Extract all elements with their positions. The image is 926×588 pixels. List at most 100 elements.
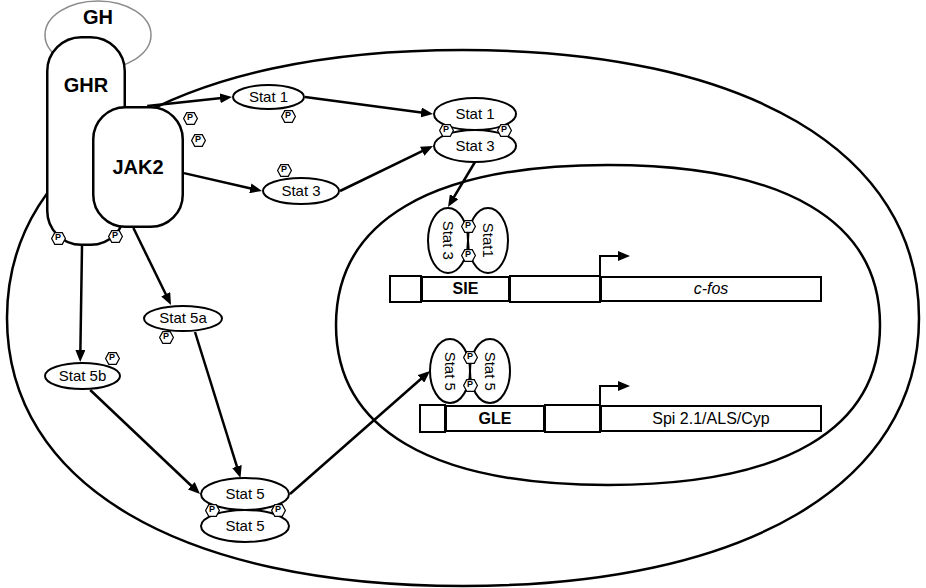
phosphate-label: P [467, 380, 473, 390]
hexagon-outline [205, 504, 219, 516]
stat-dimer: Stat 5 Stat 5 [430, 338, 510, 404]
text-cell: Stat 1 [232, 84, 305, 110]
hexagon-outline [51, 232, 65, 244]
kinase-shape: JAK2 [92, 106, 184, 228]
oval-outline [263, 178, 339, 204]
gene-box: Spi 2.1/ALS/Cyp [600, 405, 822, 432]
node-label: Stat 5 [482, 351, 499, 390]
node-label: Stat 3 [455, 138, 494, 155]
phosphate-label: P [281, 165, 287, 175]
signal-arrow [90, 390, 194, 488]
stat-dimer: Stat 3 Stat1 [428, 207, 508, 274]
box-outline [601, 277, 821, 301]
phosphate-label: P [501, 125, 507, 135]
signal-arrow [290, 376, 424, 494]
node-label: Stat 5 [225, 486, 264, 503]
node-label: Spi 2.1/ALS/Cyp [652, 410, 769, 428]
text-cell: Stat 3 [428, 207, 468, 274]
phosphate-hexagon: P [461, 249, 476, 262]
text-cell: P [159, 331, 174, 344]
text-cell: GLE [445, 405, 545, 432]
text-cell: P [51, 232, 66, 245]
phosphate-label: P [465, 250, 471, 260]
oval-outline [233, 85, 304, 109]
hexagon-outline [497, 124, 511, 136]
node-label: Stat 5b [59, 368, 107, 385]
box-outline [422, 277, 509, 301]
phosphate-label: P [195, 135, 201, 145]
node-label: GHR [64, 74, 108, 96]
signal-arrow [305, 97, 425, 113]
phosphate-label: P [285, 111, 291, 121]
signal-arrow [452, 162, 475, 200]
text-cell: SIE [421, 276, 510, 302]
text-cell: P [463, 379, 478, 392]
node-label: Stat 3 [440, 221, 457, 260]
oval-outline [470, 339, 510, 403]
phosphate-hexagon: P [183, 112, 198, 125]
phosphate-hexagon: P [205, 504, 220, 517]
oval-outline [144, 306, 222, 331]
hexagon-outline [281, 110, 295, 122]
phosphate-label: P [209, 505, 215, 515]
text-cell: P [271, 504, 286, 517]
cell-membrane [7, 50, 919, 586]
stat-oval: Stat 5b [44, 362, 121, 390]
stat-dimer-outline [428, 207, 508, 274]
stat-oval: Stat 1 [232, 84, 305, 110]
node-label: Stat 3 [281, 183, 320, 200]
text-cell: P [183, 112, 198, 125]
promoter-element: SIE [421, 276, 510, 302]
nuclear-envelope [336, 165, 880, 485]
promoter-segment [390, 276, 421, 302]
text-cell: P [439, 124, 454, 137]
oval-outline [430, 339, 470, 403]
signal-arrow [184, 173, 254, 189]
text-cell: P [191, 134, 206, 147]
gene-box: c-fos [600, 276, 822, 302]
text-cell: P [463, 351, 478, 364]
text-cell: P [108, 230, 123, 243]
hexagon-outline [271, 504, 285, 516]
text-cell: P [497, 124, 512, 137]
phosphate-label: P [109, 353, 115, 363]
hexagon-outline [183, 112, 197, 124]
phosphate-hexagon: P [277, 164, 292, 177]
box-outline [601, 406, 821, 431]
text-cell: JAK2 [92, 106, 184, 228]
node-label: Stat1 [480, 223, 497, 258]
hexagon-outline [108, 230, 122, 242]
stat-oval: Stat 5a [143, 305, 223, 332]
hexagon-outline [461, 249, 475, 261]
signal-arrow [133, 228, 167, 298]
text-cell: P [281, 110, 296, 123]
signal-arrow [195, 332, 238, 470]
phosphate-hexagon: P [271, 504, 286, 517]
node-label: SIE [453, 280, 479, 298]
phosphate-label: P [443, 125, 449, 135]
text-cell: Stat 5b [44, 362, 121, 390]
node-label: GLE [479, 410, 512, 428]
node-label: Stat 5 [225, 518, 264, 535]
phosphate-hexagon: P [105, 352, 120, 365]
node-label: Stat 5 [442, 351, 459, 390]
hexagon-outline [159, 331, 173, 343]
phosphate-hexagon: P [497, 124, 512, 137]
promoter-segment [545, 405, 600, 432]
phosphate-label: P [275, 505, 281, 515]
phosphate-label: P [55, 233, 61, 243]
stat-oval: Stat 3 [262, 177, 340, 205]
text-cell: P [461, 249, 476, 262]
hexagon-outline [191, 134, 205, 146]
phosphate-label: P [112, 231, 118, 241]
promoter-segment [420, 405, 445, 432]
hexagon-outline [439, 124, 453, 136]
node-label: c-fos [694, 280, 729, 298]
hexagon-outline [105, 352, 119, 364]
phosphate-hexagon: P [461, 220, 476, 233]
phosphate-label: P [465, 221, 471, 231]
hexagon-outline [461, 220, 475, 232]
text-cell: Spi 2.1/ALS/Cyp [600, 405, 822, 432]
phosphate-hexagon: P [191, 134, 206, 147]
